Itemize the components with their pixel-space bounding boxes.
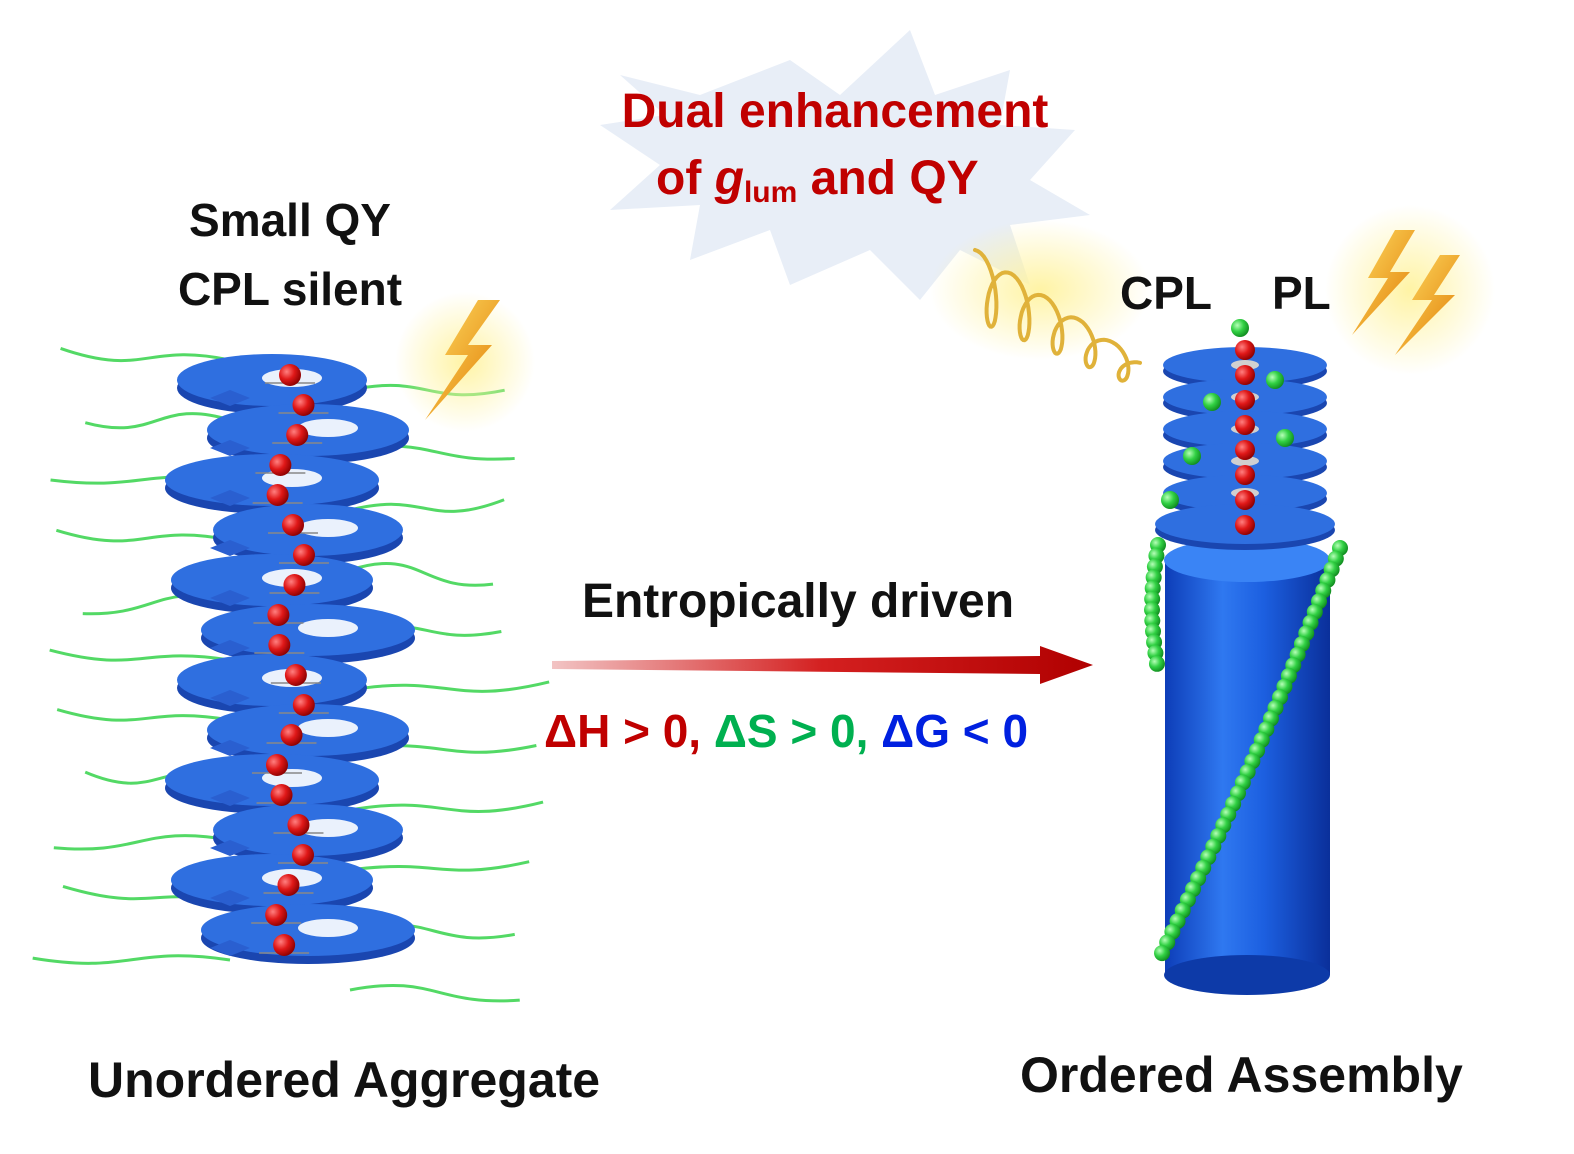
ordered-assembly-illustration <box>1144 319 1348 995</box>
process-arrow <box>552 646 1093 684</box>
cpl-label: CPL <box>1120 267 1212 319</box>
thermo-conditions: ΔH > 0, ΔS > 0, ΔG < 0 <box>544 708 1028 754</box>
entropy-condition: ΔS > 0, <box>713 705 869 757</box>
burst-headline-line2: of glum and QY <box>656 155 979 208</box>
burst-suffix: and QY <box>797 152 979 205</box>
pl-label: PL <box>1272 267 1331 319</box>
left-caption: Unordered Aggregate <box>88 1052 601 1108</box>
burst-headline-line1: Dual enhancement <box>621 85 1049 138</box>
left-status-line1: Small QY <box>189 194 391 246</box>
right-caption: Ordered Assembly <box>1020 1047 1463 1103</box>
cpl-wave-icon <box>930 220 1150 383</box>
starburst-shape <box>600 30 1090 300</box>
enthalpy-condition: ΔH > 0, <box>544 705 702 757</box>
left-status-line2: CPL silent <box>177 263 403 315</box>
gibbs-condition: ΔG < 0 <box>881 705 1029 757</box>
g-subscript: lum <box>743 176 798 209</box>
burst-prefix: of <box>656 152 715 205</box>
left-flash-icon <box>395 292 535 432</box>
unordered-aggregate-illustration <box>32 347 550 1003</box>
g-symbol: g <box>714 152 744 205</box>
process-label: Entropically driven <box>581 575 1015 628</box>
right-flash-icon <box>1325 205 1495 375</box>
